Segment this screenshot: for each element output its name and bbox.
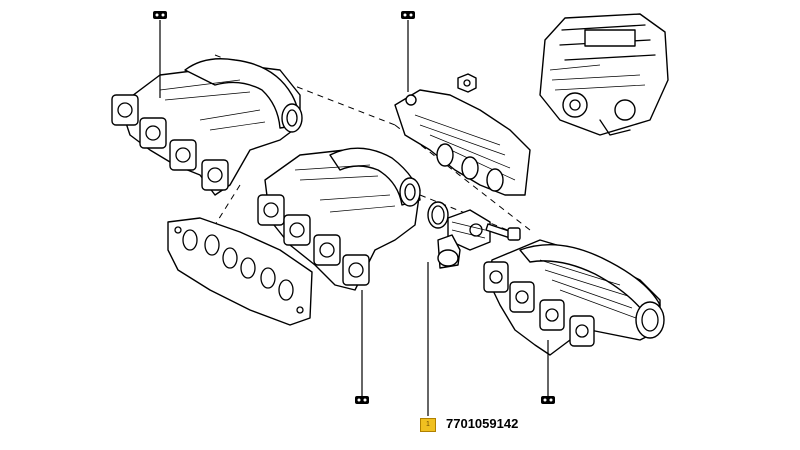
callout-marker-top-left (153, 11, 167, 19)
center-exhaust-manifold (257, 147, 421, 291)
engine-thumbnail (539, 13, 669, 136)
upper-heat-shield (394, 89, 531, 196)
egr-valve-fitting (437, 209, 491, 269)
upper-exhaust-manifold (111, 58, 303, 196)
manifold-gasket (167, 217, 313, 326)
part-badge[interactable]: 1 (420, 418, 436, 432)
callout-marker-bottom-right (541, 396, 555, 404)
callout-marker-bottom-left (355, 396, 369, 404)
seal-ring (427, 201, 449, 229)
nut (457, 73, 477, 93)
assembly-guide-lines (214, 54, 531, 236)
callout-marker-top-center (401, 11, 415, 19)
lower-exhaust-manifold (483, 239, 665, 356)
part-number-label[interactable]: 7701059142 (446, 416, 519, 431)
bolt (485, 223, 521, 241)
callout-markers (153, 11, 555, 416)
